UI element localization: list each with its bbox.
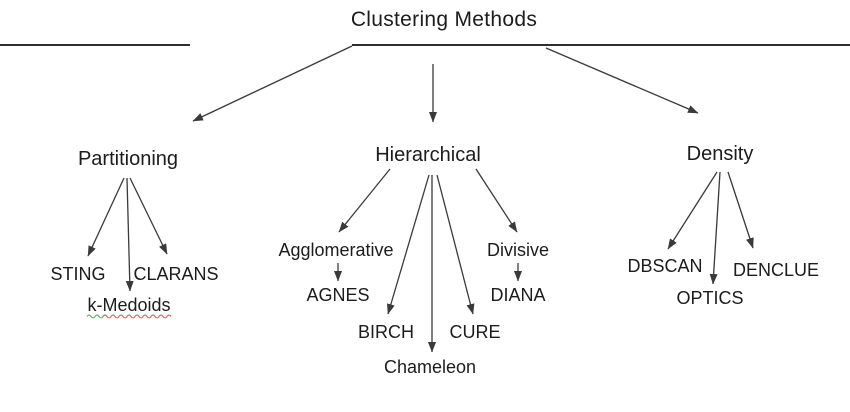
leaf-label-cure: CURE [449,322,500,342]
leaf-label-diana: DIANA [490,285,545,305]
leaf-label-dbscan: DBSCAN [627,256,702,276]
arrow-density-to-denclue [727,171,754,249]
arrow-root-to-partitioning [192,45,353,122]
leaf-label-sting: STING [50,264,105,284]
arrow-root-to-density [545,47,699,114]
branch-label-density: Density [687,143,754,165]
branch-label-hierarchical: Hierarchical [375,144,481,166]
arrow-partitioning-to-sting [87,177,125,257]
leaf-label-optics: OPTICS [676,288,743,308]
arrow-density-to-optics [709,171,721,285]
leaf-label-agnes: AGNES [306,285,369,305]
arrow-density-to-dbscan [667,171,718,250]
leaf-label-agglomerative: Agglomerative [278,240,393,260]
leaf-label-birch: BIRCH [358,322,414,342]
leaf-label-kmedoids: k-Medoids [87,295,170,315]
leaf-label-denclue: DENCLUE [733,260,819,280]
branch-label-partitioning: Partitioning [78,148,178,170]
arrow-hierarchical-to-divisive [475,168,518,233]
arrow-partitioning-to-clarans [129,177,168,255]
arrow-hierarchical-to-agglomerative [338,168,391,233]
arrow-hierarchical-to-cure [436,174,475,315]
spellcheck-squiggle-kmedoids [102,314,172,319]
leaf-label-clarans: CLARANS [133,264,218,284]
arrow-partitioning-to-kmedoids [125,177,134,292]
root-label: Clustering Methods [351,8,537,31]
leaf-label-divisive: Divisive [487,240,549,260]
arrow-hierarchical-to-birch [386,174,430,315]
leaf-label-chameleon: Chameleon [384,357,476,377]
